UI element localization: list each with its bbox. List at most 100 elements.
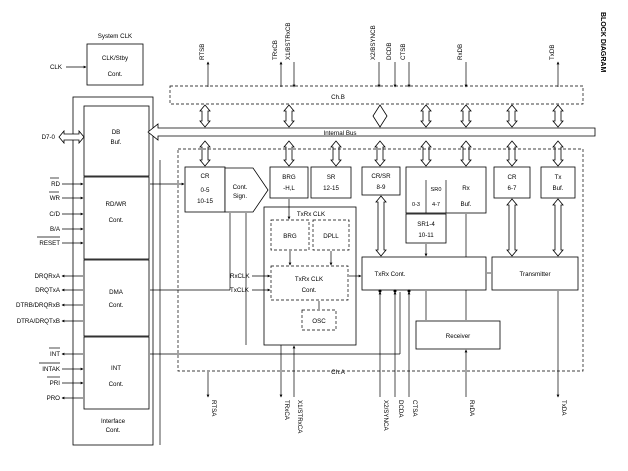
rtsa-signal: RTSA: [210, 400, 217, 417]
pri-signal: PRI: [50, 380, 61, 387]
cont-sign-label-2: Sign.: [233, 193, 247, 200]
tx-buf-label-1: Tx: [555, 174, 563, 181]
dpll-label: DPLL: [323, 233, 339, 240]
ch-a-region: [177, 148, 584, 372]
pro-signal: PRO: [47, 395, 61, 402]
cr-left-label-2: 0-5: [201, 187, 211, 194]
bus-to-brg: [283, 140, 295, 167]
int-box: [83, 336, 150, 410]
cr67-label-1: CR: [508, 174, 517, 181]
chb-conn-5: [460, 104, 472, 128]
bus-to-txbuf: [552, 140, 564, 167]
cr-left-box: [184, 166, 226, 213]
db-buf-label-2: Buf.: [110, 139, 121, 146]
txdb-signal: TxDB: [549, 45, 556, 60]
dpll-box: [312, 219, 350, 251]
sr0-label-1: SR0: [431, 187, 442, 193]
internal-to-blocks: [199, 140, 564, 167]
brg-hl-box: [269, 166, 309, 199]
bus-to-rxbuf: [460, 140, 472, 167]
ch-b-label: Ch.B: [331, 94, 345, 101]
chb-conn-1: [199, 104, 211, 128]
txrx-cont-label: TxRx Cont.: [375, 271, 406, 278]
dma-label-1: DMA: [109, 289, 124, 296]
int-label-2: Cont.: [109, 381, 124, 388]
txrx-clk-group: [263, 206, 357, 346]
interface-label-1: Interface: [101, 418, 126, 425]
dcdb-signal: DCDB: [386, 42, 393, 60]
sr-1215-box: [310, 166, 352, 199]
osc-box: [301, 309, 337, 331]
receiver-box: [415, 320, 501, 350]
chb-bus-connectors: [199, 104, 564, 128]
x2bsyncb-signal: X2/BSYNCB: [370, 25, 377, 60]
txbuf-to-transmitter: [552, 198, 564, 257]
txrx-clk-cont-label-1: TxRx CLK: [295, 276, 324, 283]
sr14-label-2: 10-11: [418, 232, 434, 239]
sr-1215-label-2: 12-15: [323, 185, 339, 192]
tx-buf-label-2: Buf.: [552, 185, 563, 192]
int-signal: INT: [50, 351, 60, 358]
rdwr-label-2: Cont.: [109, 217, 124, 224]
system-clk-label-2: Cont.: [108, 71, 123, 78]
brg-inner-label: BRG: [283, 233, 297, 240]
rd-signal: RD: [51, 181, 60, 188]
system-clk-title: System CLK: [98, 33, 133, 40]
clk-signal: CLK: [50, 64, 63, 71]
chb-conn-4: [420, 104, 432, 128]
rdwr-label-1: RD/WR: [106, 201, 127, 208]
receiver-label: Receiver: [446, 333, 470, 340]
crsr-box: [361, 166, 401, 196]
crsr-label-2: 8-9: [377, 184, 387, 191]
cont-sign-box: [224, 167, 269, 213]
tx-buf-box: [540, 166, 576, 199]
intak-signal: INTAK: [42, 366, 61, 373]
rxdb-signal: RxDB: [457, 44, 464, 60]
sr0-label-3: 0-3: [412, 202, 420, 208]
trxca-signal: TRxCA: [283, 400, 290, 421]
x2synca-signal: X2/SYNCA: [382, 400, 389, 431]
rx-buf-label-2: Buf.: [460, 201, 471, 208]
x1strxca-signal: X1/STRxCA: [296, 400, 303, 434]
db-buf-box: [83, 105, 150, 177]
dtrb-signal: DTRB/DRQRxB: [16, 302, 60, 309]
ba-signal: B/A: [50, 226, 61, 233]
reset-signal: RESET: [39, 240, 60, 247]
dtra-signal: DTRA/DRQTxB: [17, 318, 60, 325]
transmitter-label: Transmitter: [519, 271, 550, 278]
int-label-1: INT: [111, 365, 121, 372]
cr-left-label-1: CR: [201, 173, 210, 180]
bus-to-cr67: [506, 140, 518, 167]
top-signals: RTSB TRxCB X1/BSTRxCB X2/BSYNCB DCDB CTS…: [199, 23, 560, 88]
trxcb-signal: TRxCB: [272, 40, 279, 60]
rtsb-signal: RTSB: [199, 44, 206, 60]
dcda-signal: DCDA: [397, 400, 404, 418]
system-clk-label-1: CLK/Stby: [102, 55, 129, 62]
txda-signal: TxDA: [560, 400, 567, 416]
osc-label: OSC: [312, 318, 326, 325]
ctsa-signal: CTSA: [411, 400, 418, 417]
chb-conn-7: [552, 104, 564, 128]
d70-signal: D7-0: [42, 134, 56, 141]
dma-label-2: Cont.: [109, 302, 124, 309]
crsr-label-1: CR/SR: [371, 173, 391, 180]
bus-to-sr: [330, 140, 342, 167]
ctsb-signal: CTSB: [400, 43, 407, 60]
txrx-clk-group-label: TxRx CLK: [297, 211, 326, 218]
bus-to-cr: [199, 140, 211, 167]
diagram-title: BLOCK DIAGRAM: [599, 12, 606, 72]
rxclk-signal: RxCLK: [230, 273, 250, 280]
internal-bus: [147, 123, 596, 141]
data-bus-arrow: [58, 129, 85, 145]
internal-bus-label: Internal Bus: [323, 130, 356, 137]
txrx-clk-cont-label-2: Cont.: [302, 287, 317, 294]
chb-conn-6: [506, 104, 518, 128]
bus-to-sr0: [420, 140, 432, 167]
crsr-to-txrx: [375, 195, 387, 257]
cr67-label-2: 6-7: [508, 185, 518, 192]
chb-conn-2: [283, 104, 295, 128]
txrx-cont-box: [361, 256, 487, 291]
interface-label-2: Cont.: [106, 427, 121, 434]
wr-signal: WR: [50, 195, 61, 202]
sr0-label-2: 4-7: [432, 202, 440, 208]
